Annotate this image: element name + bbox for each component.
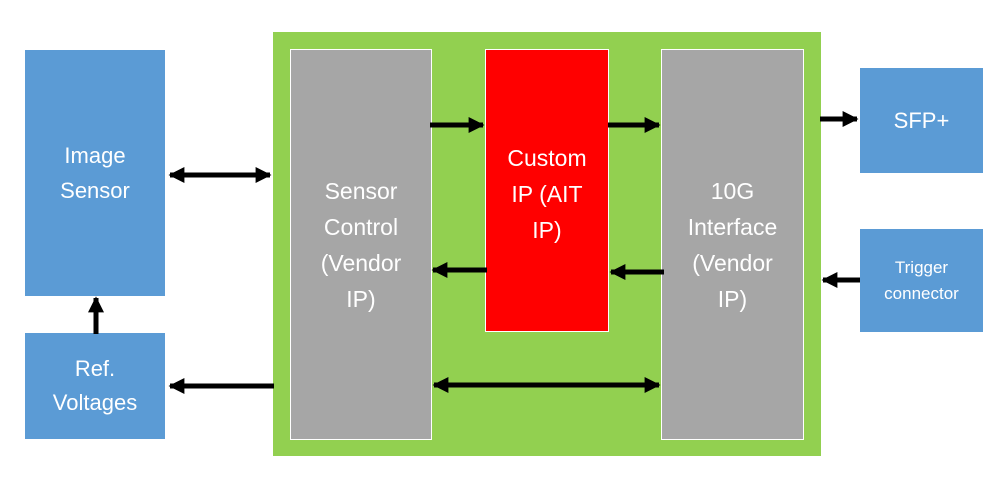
ref-voltages-block: Ref. Voltages [25,333,165,439]
trigger-connector-block: Trigger connector [860,229,983,332]
sfp-block: SFP+ [860,68,983,173]
sensor-control-block: Sensor Control (Vendor IP) [290,49,432,440]
interface-10g-block: 10G Interface (Vendor IP) [661,49,804,440]
custom-ip-block: Custom IP (AIT IP) [485,49,609,332]
image-sensor-block: Image Sensor [25,50,165,296]
